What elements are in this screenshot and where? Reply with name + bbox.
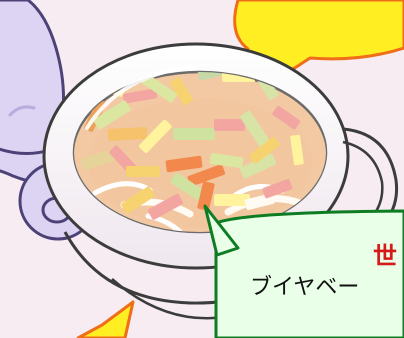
top-speech-bubble (210, 0, 404, 124)
green-speech-bubble (203, 204, 404, 338)
soup-cup (42, 42, 399, 320)
soup-contents (74, 72, 326, 232)
bottom-yellow-bubble (76, 300, 135, 338)
